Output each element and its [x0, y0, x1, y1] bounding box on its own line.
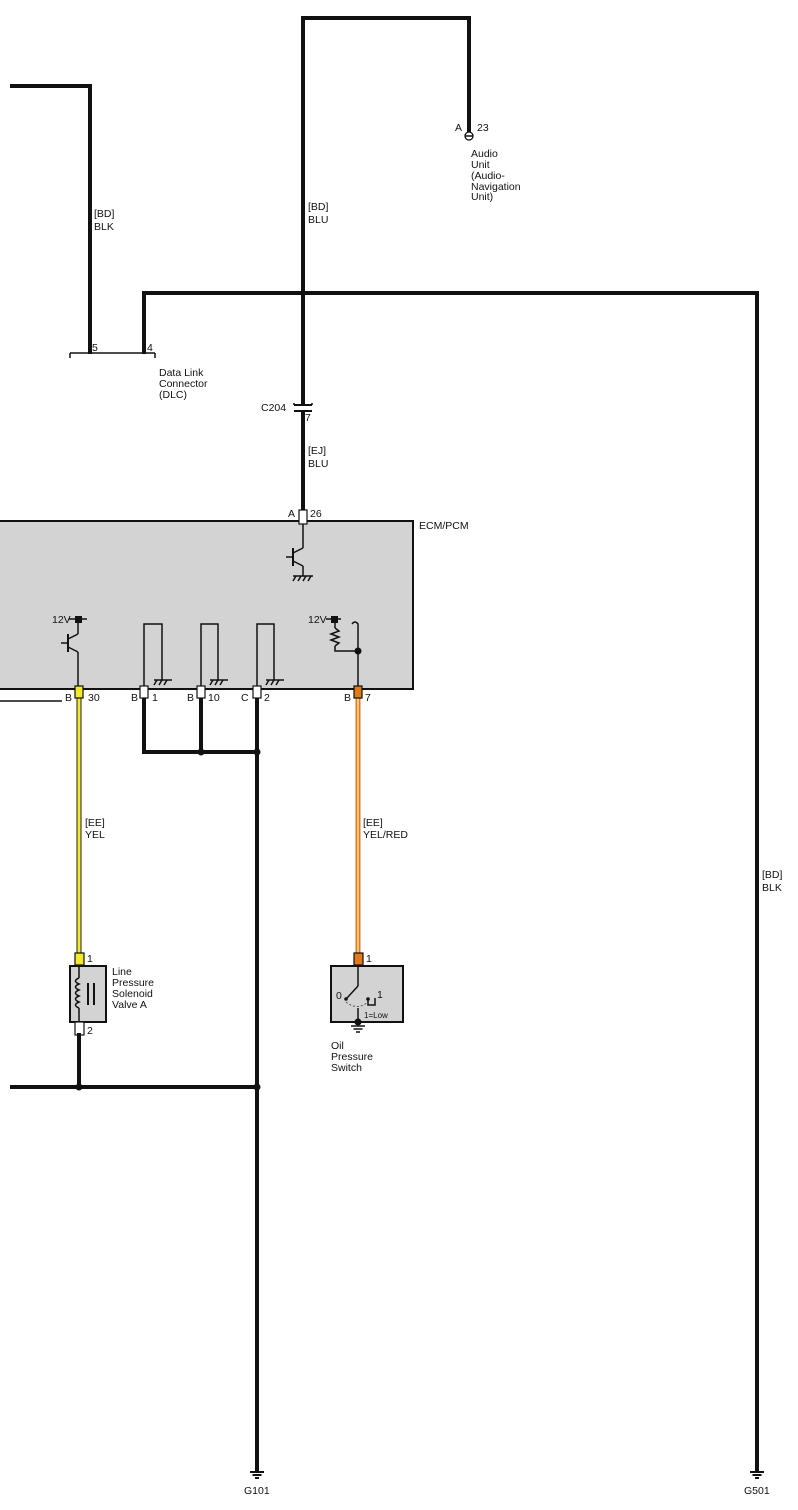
- oil-switch-pos-1: 1: [377, 989, 383, 1001]
- wire-yel: [74, 685, 85, 966]
- wire-ground-bus: [142, 696, 261, 1472]
- audio-name-line-5: Unit): [471, 191, 493, 203]
- ecm-pin-b1-letter: B: [131, 692, 138, 704]
- ground-g501: G501: [744, 1471, 770, 1497]
- ecm-bottom-terminals: [139, 685, 262, 699]
- dlc-pin-4: 4: [147, 342, 153, 354]
- data-link-connector: 5 4 Data Link Connector (DLC): [69, 342, 208, 401]
- wire-solenoid-ground: [10, 1033, 261, 1091]
- wire-blu: [301, 16, 471, 512]
- oil-switch-name-line-3: Switch: [331, 1062, 362, 1074]
- audio-name-line-3: (Audio-: [471, 170, 505, 182]
- oil-switch-pos-0: 0: [336, 990, 342, 1002]
- solenoid-pin-2: 2: [87, 1025, 93, 1037]
- ecm-supply-12v-right: 12V: [308, 614, 327, 626]
- wire-code-label: [EJ]: [308, 445, 326, 457]
- ecm-pin-b7-number: 7: [365, 692, 371, 704]
- audio-name-line-1: Audio: [471, 148, 498, 160]
- ecm-pin-b10-number: 10: [208, 692, 220, 704]
- wire-code-label: [BD]: [762, 869, 783, 881]
- solenoid-name-line-1: Line: [112, 966, 132, 978]
- wire-color-label: BLU: [308, 214, 328, 226]
- line-pressure-solenoid-valve-a: 1 2 Line Pressure Solenoid Valve A: [69, 953, 154, 1037]
- dlc-name-line-3: (DLC): [159, 389, 187, 401]
- dlc-pin-5: 5: [92, 342, 98, 354]
- wire-color-label: YEL: [85, 829, 105, 841]
- c204-label: C204: [261, 402, 286, 414]
- audio-pin-letter: A: [455, 122, 462, 134]
- solenoid-name-line-2: Pressure: [112, 977, 154, 989]
- oil-switch-pin-1: 1: [366, 953, 372, 965]
- wire-color-label: BLK: [94, 221, 114, 233]
- wire-code-label: [EE]: [363, 817, 383, 829]
- connector-c204: C204 7: [261, 402, 313, 424]
- audio-pin-number: 23: [477, 122, 489, 134]
- ecm-pin-c2-letter: C: [241, 692, 249, 704]
- ground-g101-label: G101: [244, 1485, 270, 1497]
- solenoid-pin-1: 1: [87, 953, 93, 965]
- dlc-name-line-2: Connector: [159, 378, 208, 390]
- audio-unit: A 23 Audio Unit (Audio- Navigation Unit): [455, 122, 521, 203]
- oil-pressure-switch: 1 0 1 1=Low Oil Pressure Switch: [330, 953, 404, 1074]
- oil-switch-name-line-2: Pressure: [331, 1051, 373, 1063]
- ecm-pin-c2-number: 2: [264, 692, 270, 704]
- wire-blk-dlc-pin4: [142, 291, 759, 1472]
- oil-switch-name-line-1: Oil: [331, 1040, 344, 1052]
- oil-switch-legend: 1=Low: [364, 1011, 388, 1020]
- ecm-top-pin-letter: A: [288, 508, 295, 520]
- ecm-pin-b1-number: 1: [152, 692, 158, 704]
- ground-g101: G101: [244, 1471, 270, 1497]
- wire-blk-dlc-pin5: [10, 84, 92, 354]
- ecm-pin-b10-letter: B: [187, 692, 194, 704]
- wire-yel-red: [353, 685, 364, 966]
- wire-color-label: BLU: [308, 458, 328, 470]
- audio-name-line-4: Navigation: [471, 181, 521, 193]
- ecm-pin-b30-letter: B: [65, 692, 72, 704]
- solenoid-name-line-4: Valve A: [112, 999, 147, 1011]
- ground-g501-label: G501: [744, 1485, 770, 1497]
- wire-code-label: [EE]: [85, 817, 105, 829]
- ecm-pin-b30-number: 30: [88, 692, 100, 704]
- solenoid-name-line-3: Solenoid: [112, 988, 153, 1000]
- wire-code-label: [BD]: [308, 201, 329, 213]
- wire-code-label: [BD]: [94, 208, 115, 220]
- wire-color-label: BLK: [762, 882, 782, 894]
- dlc-name-line-1: Data Link: [159, 367, 204, 379]
- ecm-top-pin-number: 26: [310, 508, 322, 520]
- ecm-pin-b7-letter: B: [344, 692, 351, 704]
- ecm-label: ECM/PCM: [419, 520, 469, 532]
- wire-color-label: YEL/RED: [363, 829, 408, 841]
- audio-name-line-2: Unit: [471, 159, 490, 171]
- c204-pin: 7: [305, 412, 311, 424]
- ecm-pcm-module: ECM/PCM A 26 12V: [0, 508, 469, 704]
- ecm-supply-12v-left: 12V: [52, 614, 71, 626]
